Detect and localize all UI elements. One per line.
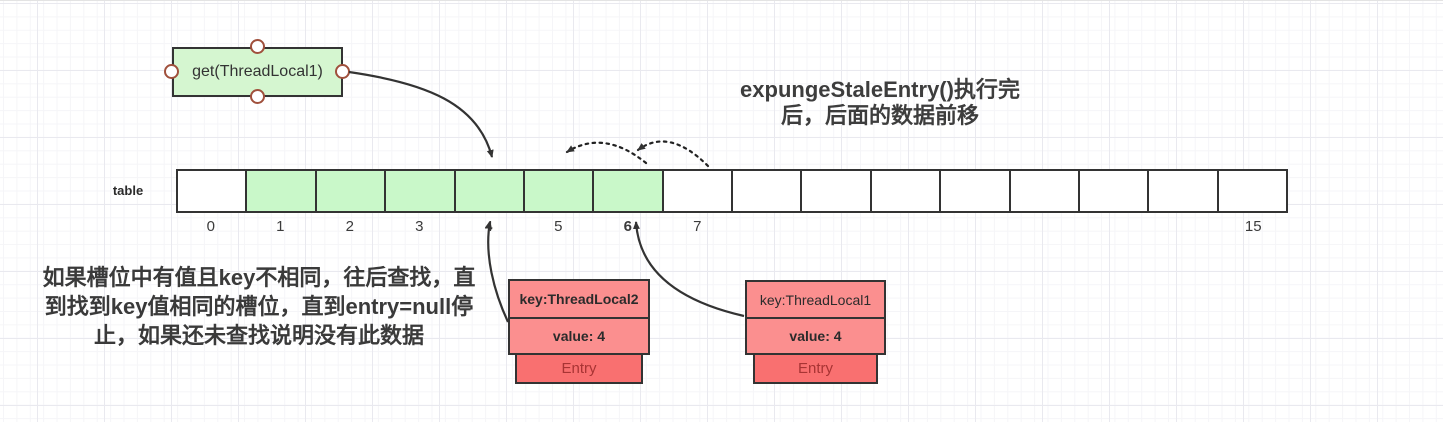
lookup-note-line2: 到找到key值相同的槽位，直到entry=null停	[44, 294, 474, 319]
entry-card-threadlocal2[interactable]: key:ThreadLocal2 value: 4 Entry	[508, 279, 650, 384]
entry-value-cell[interactable]: value: 4	[508, 317, 650, 355]
entry-footer-cell[interactable]: Entry	[515, 353, 643, 384]
lookup-note-line1: 如果槽位中有值且key不相同，往后查找，直	[42, 265, 476, 290]
table-index-label-12	[1010, 218, 1080, 235]
table-cell-8[interactable]	[731, 169, 803, 213]
table-cell-5[interactable]	[522, 169, 595, 213]
lookup-note: 如果槽位中有值且key不相同，往后查找，直 到找到key值相同的槽位，直到ent…	[28, 263, 490, 350]
entry-key-cell[interactable]: key:ThreadLocal1	[745, 280, 886, 319]
entry-footer-cell[interactable]: Entry	[753, 353, 878, 384]
table-index-label-4: 4	[484, 218, 493, 235]
handle-top-icon[interactable]	[250, 39, 265, 54]
table-cell-3[interactable]	[384, 169, 456, 213]
table-index-label-10	[871, 218, 941, 235]
table-index-label-11	[941, 218, 1011, 235]
expunge-caption-line1: expungeStaleEntry()执行完	[740, 77, 1020, 102]
expunge-caption-line2: 后，后面的数据前移	[780, 103, 979, 128]
table-cell-0[interactable]	[176, 169, 248, 213]
table-cell-7[interactable]	[661, 169, 733, 213]
table-index-label-5: 5	[554, 218, 563, 235]
get-threadlocal1-label: get(ThreadLocal1)	[192, 63, 323, 80]
dotted-arc-slot7-to-slot6[interactable]	[636, 140, 710, 168]
entry-card-threadlocal1[interactable]: key:ThreadLocal1 value: 4 Entry	[745, 280, 886, 384]
table-cell-13[interactable]	[1077, 169, 1150, 213]
arrow-threadlocal1-entry-to-slot6[interactable]	[632, 221, 745, 318]
handle-left-icon[interactable]	[164, 64, 179, 79]
arrow-threadlocal2-entry-to-slot4[interactable]	[485, 221, 509, 323]
dotted-arc-slot6-to-slot5[interactable]	[565, 141, 648, 165]
table-index-label-9	[802, 218, 872, 235]
table-cell-15[interactable]	[1216, 169, 1288, 213]
table-cell-11[interactable]	[939, 169, 1011, 213]
table-index-label-13	[1080, 218, 1150, 235]
arrow-get-to-slot4[interactable]	[348, 70, 494, 158]
table-index-label-3: 3	[415, 218, 424, 235]
table-index-label-14	[1149, 218, 1219, 235]
table-cell-12[interactable]	[1008, 169, 1080, 213]
lookup-note-line3: 止，如果还未查找说明没有此数据	[93, 323, 424, 348]
table-cell-6[interactable]	[592, 169, 664, 213]
get-threadlocal1-box[interactable]: get(ThreadLocal1)	[172, 47, 343, 97]
table-indices: 0 1 2 3 4 5 6 7 15	[176, 218, 1288, 235]
expunge-caption: expungeStaleEntry()执行完 后，后面的数据前移	[680, 77, 1080, 129]
entry-key-cell[interactable]: key:ThreadLocal2	[508, 279, 650, 319]
table-cell-2[interactable]	[314, 169, 387, 213]
table-index-label-7: 7	[693, 218, 702, 235]
table-cell-14[interactable]	[1147, 169, 1219, 213]
table-cell-4[interactable]	[453, 169, 525, 213]
table-label: table	[112, 183, 144, 198]
table-index-label-0: 0	[206, 218, 215, 235]
table-cells	[176, 169, 1288, 213]
handle-right-icon[interactable]	[335, 64, 350, 79]
table-index-label-8	[732, 218, 802, 235]
table-cell-1[interactable]	[245, 169, 317, 213]
table-cell-10[interactable]	[869, 169, 942, 213]
table-index-label-2: 2	[345, 218, 354, 235]
table-index-label-15: 15	[1244, 218, 1262, 235]
handle-bottom-icon[interactable]	[250, 89, 265, 104]
table-index-label-6: 6	[623, 218, 632, 235]
table-index-label-1: 1	[276, 218, 285, 235]
entry-value-cell[interactable]: value: 4	[745, 317, 886, 355]
table-cell-9[interactable]	[800, 169, 872, 213]
